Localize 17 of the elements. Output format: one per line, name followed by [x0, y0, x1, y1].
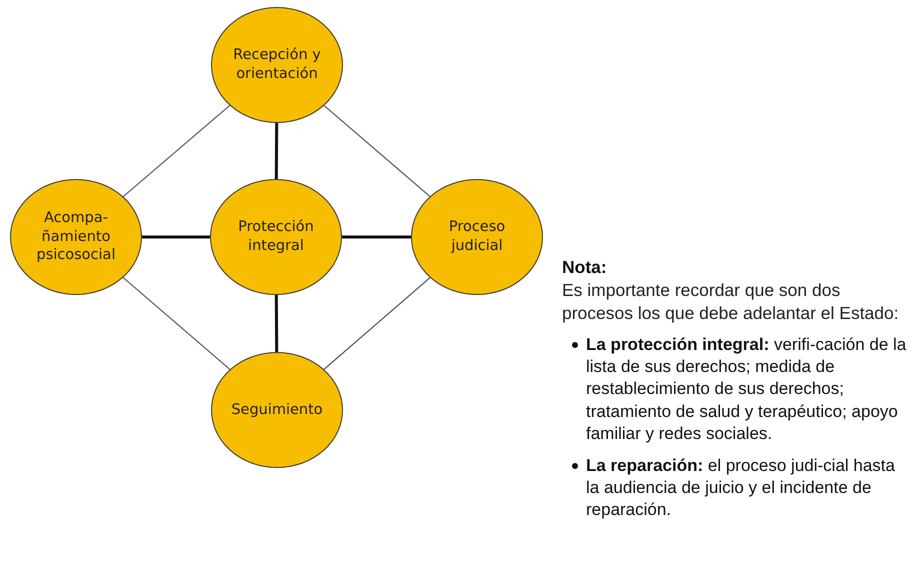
connector-line — [324, 105, 430, 197]
node-label: Proceso judicial — [448, 218, 506, 256]
bullet-text: La protección integral: verifi-cación de la lista de sus derechos; medida de restablecimiento de sus derechos; tratamiento de salud y terapéutico; apoyo familiar y redes sociales. — [586, 335, 906, 443]
note-heading: Nota: — [562, 256, 608, 279]
connector-line — [142, 236, 210, 238]
node-label: Protección integral — [237, 218, 315, 256]
node-label: Recepción y orientación — [232, 46, 322, 84]
connector-line — [122, 104, 230, 198]
note-text: Es importante recordar que son dos procesos los que debe adelantar el Estado: — [562, 278, 900, 324]
node-label: Acompa-ñamiento psicosocial — [36, 208, 116, 266]
connector-line — [324, 277, 430, 370]
connector-line — [274, 122, 278, 180]
connector-line — [274, 294, 278, 352]
bullet-text: La reparación: el proceso judi-cial hasta la audiencia de juicio y el incidente de reparación. — [586, 456, 895, 519]
node-label: Seguimiento — [231, 400, 323, 420]
connector-line — [122, 277, 230, 370]
connector-line — [342, 236, 411, 238]
